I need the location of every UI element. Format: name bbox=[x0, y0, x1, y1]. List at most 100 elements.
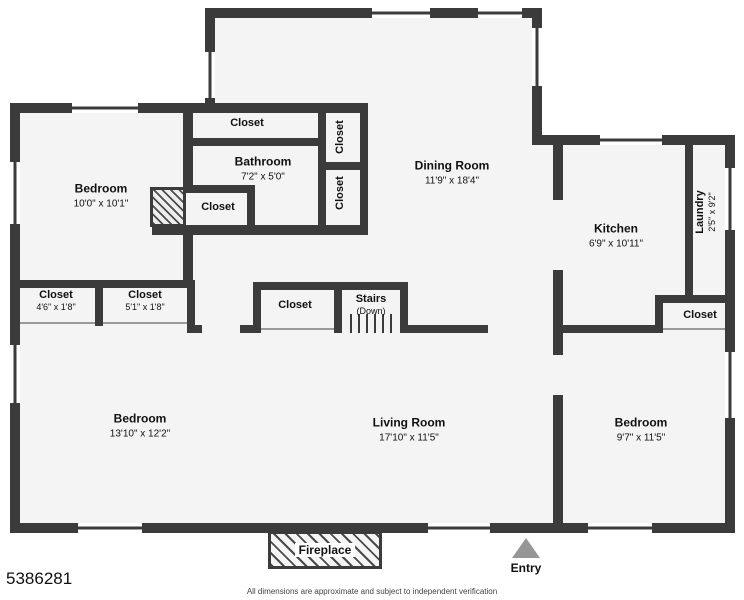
room-label-closet-right: Closet bbox=[683, 308, 717, 322]
room-dims: 17'10" x 11'5" bbox=[379, 432, 439, 444]
window bbox=[72, 103, 138, 113]
wall bbox=[187, 280, 195, 333]
window bbox=[372, 8, 430, 18]
entry-marker bbox=[512, 538, 540, 558]
wall bbox=[247, 185, 255, 233]
room-name: Living Room bbox=[372, 415, 446, 430]
room-name: Kitchen bbox=[593, 221, 639, 236]
wall bbox=[183, 185, 255, 193]
wall bbox=[334, 282, 342, 333]
room-label-bedroom-bottom-right: Bedroom 9'7" x 11'5" bbox=[615, 416, 668, 445]
window bbox=[10, 162, 20, 224]
room-name: Closet bbox=[230, 116, 264, 129]
wall bbox=[360, 113, 368, 235]
wall bbox=[655, 295, 663, 333]
wall bbox=[187, 325, 202, 333]
wall bbox=[253, 282, 408, 290]
stair-step bbox=[358, 314, 360, 333]
room-name: Closet bbox=[333, 176, 346, 210]
wall bbox=[553, 325, 663, 333]
room-dims: 13'10" x 12'2" bbox=[109, 428, 171, 440]
closet-door bbox=[103, 322, 187, 324]
room-name: Stairs bbox=[355, 293, 387, 306]
room-name: Laundry bbox=[694, 190, 707, 234]
fireplace: Fireplace bbox=[268, 531, 382, 569]
wall bbox=[655, 295, 735, 303]
stair-step bbox=[350, 314, 352, 333]
window bbox=[532, 28, 542, 86]
room-dims: 11'9" x 18'4" bbox=[424, 175, 480, 187]
room-area bbox=[205, 8, 542, 108]
wall bbox=[95, 280, 103, 326]
room-name: Bedroom bbox=[614, 415, 668, 430]
room-dims: 5'1" x 1'8" bbox=[125, 302, 165, 313]
closet-door bbox=[663, 328, 725, 330]
stair-step bbox=[374, 314, 376, 333]
wall bbox=[191, 138, 318, 146]
wall bbox=[10, 103, 368, 113]
room-label-closet-left-1: Closet 4'6" x 1'8" bbox=[36, 288, 75, 314]
room-label-bathroom: Bathroom 7'2" x 5'0" bbox=[235, 155, 292, 184]
room-label-laundry: Laundry 2'5" x 9'2" bbox=[693, 190, 719, 233]
room-label-closet-top: Closet bbox=[230, 116, 264, 130]
room-label-closet-vert-upper: Closet bbox=[333, 120, 347, 154]
room-name: Closet bbox=[683, 308, 717, 321]
wall bbox=[253, 282, 261, 333]
wall bbox=[152, 225, 368, 235]
room-name: Closet bbox=[128, 289, 162, 302]
window bbox=[78, 523, 142, 533]
room-dims: 7'2" x 5'0" bbox=[241, 171, 285, 183]
room-label-closet-vert-lower: Closet bbox=[333, 176, 347, 210]
room-label-closet-hall: Closet bbox=[201, 200, 235, 214]
wall bbox=[318, 162, 368, 170]
entry-label: Entry bbox=[510, 561, 542, 575]
room-name: Closet bbox=[39, 289, 73, 302]
room-name: Bedroom bbox=[74, 181, 128, 196]
window bbox=[725, 168, 735, 230]
window bbox=[588, 523, 652, 533]
wall bbox=[183, 113, 193, 188]
room-label-living-room: Living Room 17'10" x 11'5" bbox=[373, 416, 446, 445]
room-label-bedroom-bottom-left: Bedroom 13'10" x 12'2" bbox=[110, 412, 170, 441]
room-label-stairs: Stairs (Down) bbox=[356, 292, 387, 318]
window bbox=[10, 345, 20, 403]
window bbox=[600, 135, 662, 145]
room-dims: (Down) bbox=[356, 306, 386, 317]
room-dims: 4'6" x 1'8" bbox=[36, 302, 76, 313]
wall bbox=[725, 135, 735, 533]
wall bbox=[10, 103, 20, 533]
wall bbox=[183, 225, 193, 288]
room-name: Closet bbox=[201, 200, 235, 213]
room-dims: 10'0" x 10'1" bbox=[73, 198, 129, 210]
room-name: Bedroom bbox=[113, 411, 167, 426]
chimney-hatch bbox=[150, 187, 186, 227]
closet-door bbox=[261, 328, 334, 330]
room-area bbox=[542, 135, 735, 533]
fireplace-label: Fireplace bbox=[294, 543, 356, 557]
wall bbox=[400, 282, 408, 333]
stair-step bbox=[390, 314, 392, 333]
window bbox=[725, 352, 735, 418]
room-name: Bathroom bbox=[234, 154, 292, 169]
wall bbox=[553, 325, 563, 355]
room-label-closet-left-2: Closet 5'1" x 1'8" bbox=[125, 288, 164, 314]
wall bbox=[553, 135, 563, 200]
window bbox=[428, 523, 490, 533]
wall bbox=[400, 325, 488, 333]
room-dims: 6'9" x 10'11" bbox=[588, 238, 644, 250]
room-label-kitchen: Kitchen 6'9" x 10'11" bbox=[589, 222, 643, 251]
room-label-bedroom-top-left: Bedroom 10'0" x 10'1" bbox=[74, 182, 129, 211]
closet-door bbox=[20, 322, 95, 324]
wall bbox=[10, 523, 735, 533]
wall bbox=[240, 325, 258, 333]
room-dims: 9'7" x 11'5" bbox=[616, 432, 666, 444]
wall bbox=[685, 135, 693, 303]
window bbox=[205, 52, 215, 98]
room-name: Closet bbox=[333, 120, 346, 154]
room-name: Closet bbox=[278, 298, 312, 311]
room-label-dining-room: Dining Room 11'9" x 18'4" bbox=[415, 159, 490, 188]
stair-step bbox=[382, 314, 384, 333]
window bbox=[478, 8, 522, 18]
room-dims: 2'5" x 9'2" bbox=[707, 192, 718, 232]
